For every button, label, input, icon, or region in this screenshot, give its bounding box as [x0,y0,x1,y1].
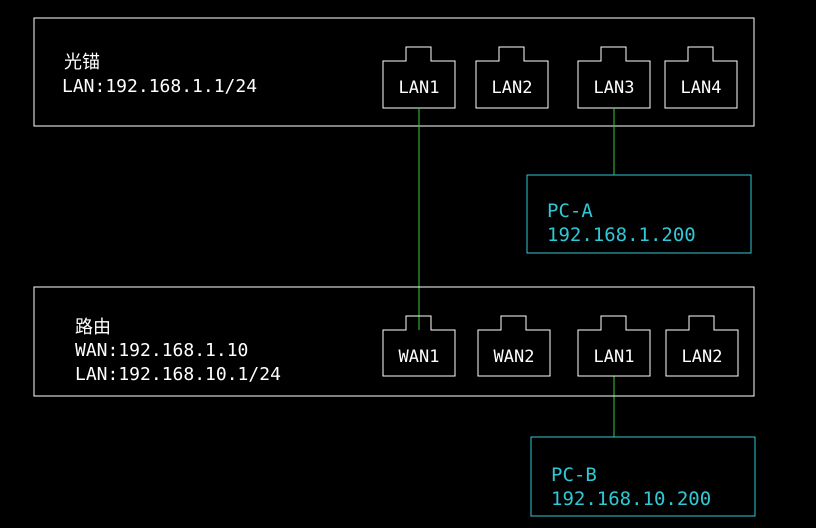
modem-port-lan1: LAN1 [382,46,456,109]
ethernet-port-icon [382,46,456,109]
pc-b-name: PC-B [551,464,597,486]
ethernet-port-icon [577,46,651,109]
port-label: WAN2 [494,347,535,367]
modem-port-lan3: LAN3 [577,46,651,109]
ethernet-port-icon [477,315,551,377]
port-label: LAN2 [682,347,723,367]
router-port-lan2: LAN2 [665,315,739,377]
modem-box [33,17,755,127]
router-port-lan1: LAN1 [577,315,651,377]
router-port-wan1: WAN1 [382,315,456,377]
ethernet-port-icon [475,46,549,109]
ethernet-port-icon [664,46,738,109]
pc-b-ip: 192.168.10.200 [551,488,711,510]
ethernet-port-icon [382,315,456,377]
port-label: LAN2 [492,78,533,98]
port-label: LAN1 [594,347,635,367]
router-name: 路由 [75,317,111,338]
pc-a-box [526,174,752,254]
ethernet-port-icon [577,315,651,377]
port-label: LAN3 [594,78,635,98]
port-label: WAN1 [399,347,440,367]
port-label: LAN1 [399,78,440,98]
pc-a-name: PC-A [547,200,593,222]
ethernet-port-icon [665,315,739,377]
modem-port-lan2: LAN2 [475,46,549,109]
router-wan-ip: WAN:192.168.1.10 [75,340,248,361]
pc-a-ip: 192.168.1.200 [547,224,696,246]
router-lan-ip: LAN:192.168.10.1/24 [75,364,281,385]
modem-port-lan4: LAN4 [664,46,738,109]
pc-b-box [530,436,756,517]
port-label: LAN4 [681,78,722,98]
modem-name: 光锚 [64,52,100,73]
modem-lan-ip: LAN:192.168.1.1/24 [62,76,257,97]
router-box [33,286,755,397]
router-port-wan2: WAN2 [477,315,551,377]
